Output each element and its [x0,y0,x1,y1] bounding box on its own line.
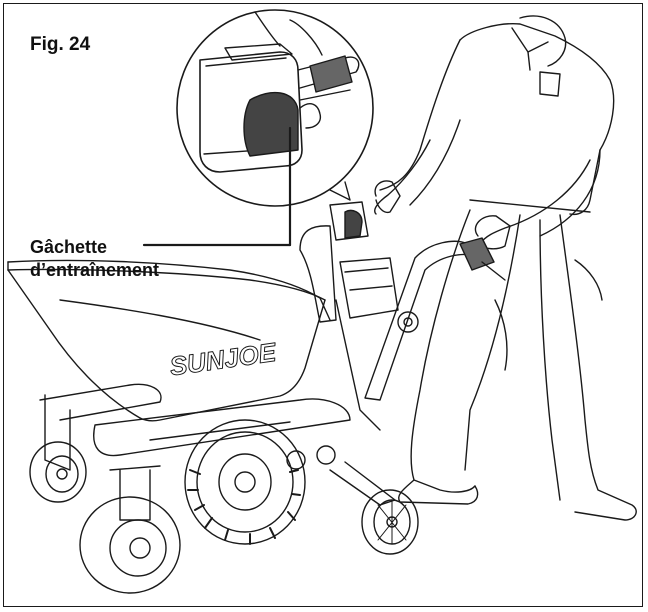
callout-leader [144,128,290,245]
main-drive-wheel [185,420,305,544]
front-caster-wheel [80,466,180,593]
brand-logo: SUNJOE [168,337,279,382]
left-caster-wheel [30,442,86,502]
rear-support-wheel [362,490,418,554]
magnified-inset [177,10,373,206]
callout-text-line2: d’entraînement [30,260,160,280]
trigger-callout: Gâchette d’entraînement [30,236,159,282]
callout-text-line1: Gâchette [30,237,108,257]
figure-label: Fig. 24 [30,34,91,55]
operator-figure [375,16,636,520]
